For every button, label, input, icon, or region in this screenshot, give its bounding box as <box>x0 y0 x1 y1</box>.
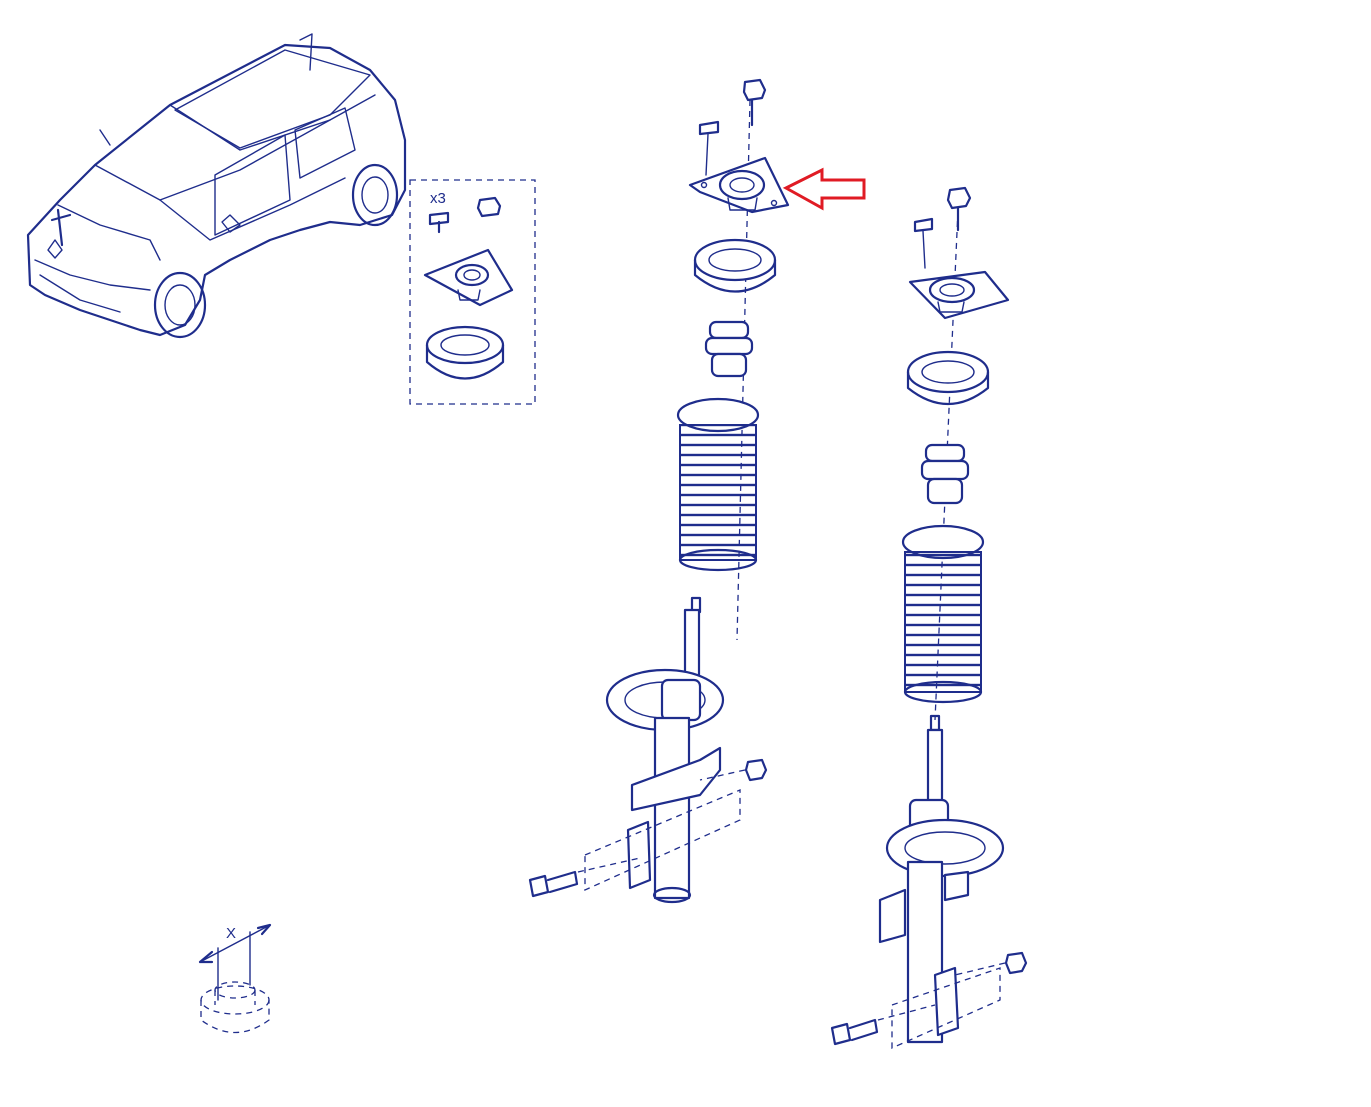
highlight-arrow-icon <box>782 167 866 211</box>
left-lower-nut <box>699 758 768 782</box>
right-dust-boot <box>901 524 985 704</box>
kit-nut-icon <box>476 196 502 218</box>
right-strut-assembly <box>830 186 1028 1050</box>
left-bump-stop <box>704 320 754 378</box>
right-top-nut <box>946 186 972 232</box>
kit-top-mount-plate <box>423 248 514 307</box>
right-bearing-ring <box>906 350 990 406</box>
right-lower-nut <box>954 951 1028 976</box>
car-illustration <box>26 33 407 339</box>
left-top-mount-plate <box>688 156 790 214</box>
dimension-label: X <box>226 925 236 942</box>
mount-kit-box: x3 <box>409 179 536 405</box>
nut-dimension-detail: X <box>198 923 272 1033</box>
right-bump-stop <box>920 443 970 505</box>
left-small-bolt <box>698 120 720 176</box>
left-lower-bolt <box>528 857 641 898</box>
left-bearing-ring <box>693 238 777 293</box>
left-top-nut <box>742 78 767 127</box>
right-small-bolt <box>913 217 934 269</box>
right-shock-absorber <box>878 714 1005 1044</box>
kit-bolt-icon <box>428 211 450 234</box>
left-strut-assembly <box>528 78 790 904</box>
kit-bearing-ring <box>425 325 505 380</box>
right-top-mount-plate <box>908 270 1010 320</box>
kit-quantity-label: x3 <box>430 190 446 207</box>
right-lower-bolt <box>830 1004 936 1046</box>
left-shock-absorber <box>605 596 725 904</box>
left-dust-boot <box>676 397 760 572</box>
